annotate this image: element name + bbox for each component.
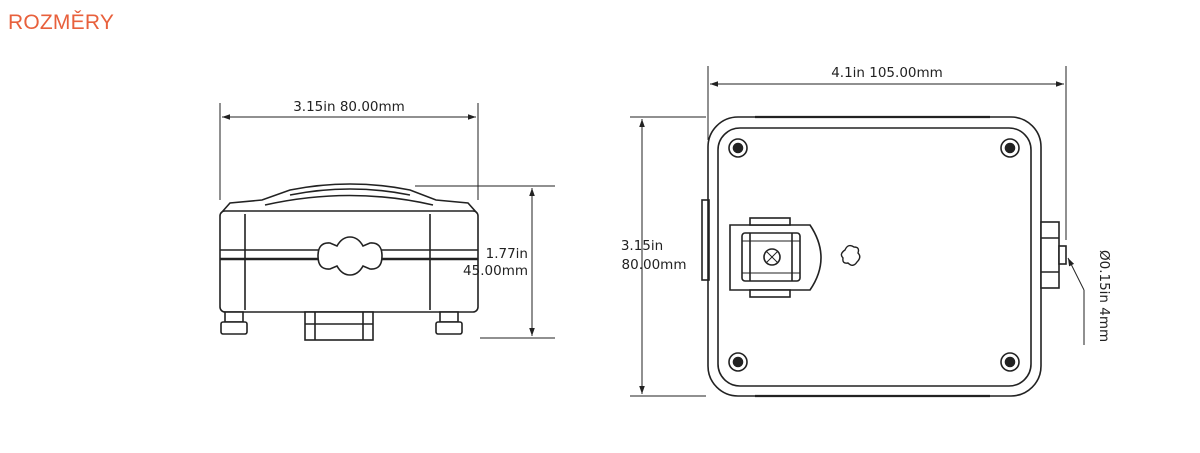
front-lid-ridge xyxy=(264,194,434,206)
top-height-label-in: 3.15in xyxy=(621,238,663,254)
top-view xyxy=(701,115,1067,398)
screw-bottom-right xyxy=(1000,352,1020,372)
top-width-label: 4.1in 105.00mm xyxy=(831,65,943,81)
front-width-label: 3.15in 80.00mm xyxy=(293,99,405,115)
front-lid-ridge-2 xyxy=(289,188,411,196)
top-width-dimension xyxy=(707,66,1067,240)
front-foot-left-base xyxy=(220,321,248,335)
side-connector xyxy=(1040,221,1060,289)
side-connector-pin xyxy=(1058,245,1067,265)
front-foot-right-base xyxy=(435,321,463,335)
front-height-label-mm: 45.00mm xyxy=(463,263,528,279)
cable-clip xyxy=(729,217,822,298)
front-height-dimension xyxy=(415,185,555,339)
top-left-tab xyxy=(701,199,710,281)
front-width-dimension xyxy=(219,103,479,200)
front-foot-right xyxy=(439,311,459,323)
front-foot-left xyxy=(224,311,244,323)
screw-top-left xyxy=(728,138,748,158)
front-connector xyxy=(304,311,374,341)
keyhole-slot xyxy=(317,236,383,276)
front-view xyxy=(219,183,479,341)
screw-top-right xyxy=(1000,138,1020,158)
front-lid xyxy=(220,183,478,213)
screw-bottom-left xyxy=(728,352,748,372)
top-height-dimension xyxy=(630,116,706,397)
hole-leader xyxy=(1067,257,1085,345)
page-title: ROZMĚRY xyxy=(8,11,115,34)
rotate-icon xyxy=(840,244,861,266)
front-height-label-in: 1.77in xyxy=(486,246,528,262)
top-height-label-mm: 80.00mm xyxy=(622,257,687,273)
hole-diameter-label: Ø0.15in 4mm xyxy=(1096,250,1112,342)
top-housing-inner xyxy=(717,127,1032,387)
